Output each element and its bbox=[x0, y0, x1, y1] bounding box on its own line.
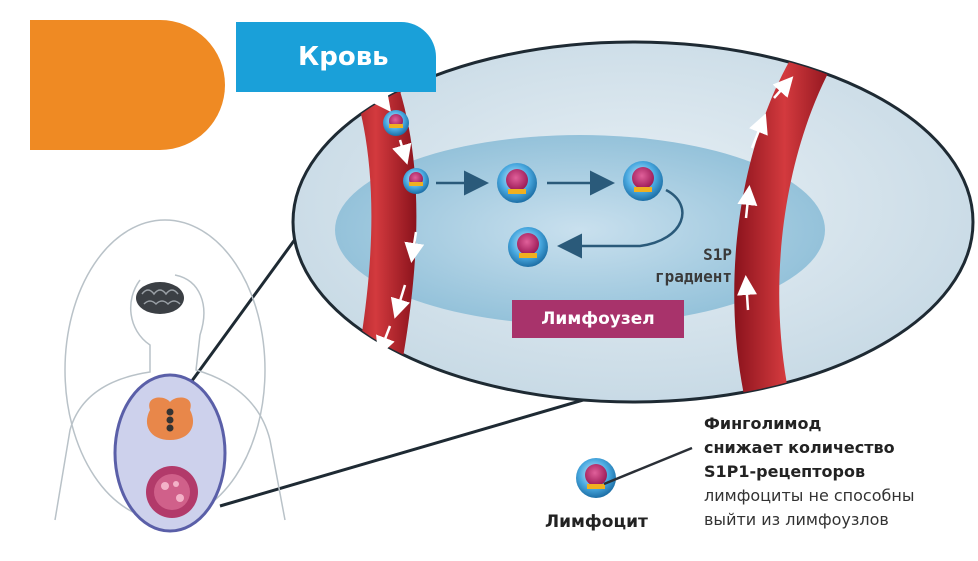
right-vessel bbox=[734, 60, 835, 400]
caption-bold-line-1: Финголимод bbox=[704, 414, 822, 433]
lymphocyte-node-3 bbox=[508, 227, 548, 267]
thymus-icon bbox=[146, 397, 194, 440]
lymph-node-label: Лимфоузел bbox=[512, 300, 684, 338]
s1p-label-line1: S1P bbox=[703, 245, 732, 264]
caption-normal-line-1: лимфоциты не способны bbox=[704, 486, 915, 505]
brain-icon bbox=[136, 282, 184, 314]
left-vessel-flow-arrows bbox=[371, 90, 425, 357]
lymphocyte-label: Лимфоцит bbox=[545, 512, 648, 532]
legend-pointer-line bbox=[603, 446, 693, 486]
s1p-gradient-label: S1P градиент bbox=[612, 244, 732, 288]
caption-normal-line-2: выйти из лимфоузлов bbox=[704, 510, 889, 529]
fingolimod-caption: Финголимод снижает количество S1P1-рецеп… bbox=[704, 412, 974, 532]
lymphocyte-node-1 bbox=[497, 163, 537, 203]
lymphocyte-in-vessel-1 bbox=[383, 110, 409, 136]
s1p-label-line2: градиент bbox=[654, 267, 732, 286]
right-vessel-flow-arrows bbox=[737, 76, 794, 311]
lymph-node-organ-icon bbox=[146, 466, 198, 518]
zoom-line-bottom bbox=[219, 396, 591, 508]
blood-tab: Кровь bbox=[236, 22, 436, 92]
orange-tab bbox=[30, 20, 225, 150]
legend-lymphocyte-icon bbox=[576, 458, 616, 498]
lymphocyte-node-2 bbox=[623, 161, 663, 201]
caption-bold-line-2: снижает количество bbox=[704, 438, 895, 457]
lymphocyte-in-vessel-2 bbox=[403, 168, 429, 194]
arrow-s1p-gradient bbox=[557, 188, 684, 259]
blood-label: Кровь bbox=[298, 42, 389, 72]
caption-bold-line-3: S1P1-рецепторов bbox=[704, 462, 866, 481]
